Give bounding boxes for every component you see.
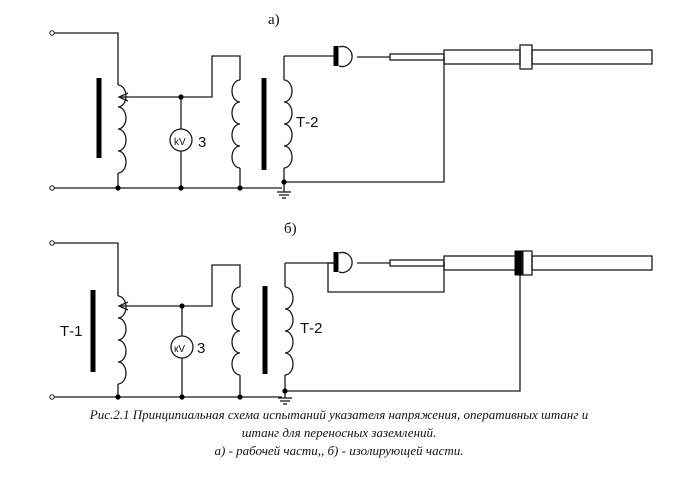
caption-line-3: а) - рабочей части,, б) - изолирующей ча… [214, 443, 464, 458]
junction-dot [237, 394, 243, 400]
rod-insulating-part-a [443, 49, 521, 65]
t2-a-primary-winding [231, 79, 241, 169]
indicator-working-part-b [389, 259, 445, 267]
junction-dot [237, 185, 243, 191]
ground-return-wire-b [285, 262, 521, 392]
t2-b-label: Т-2 [300, 320, 323, 337]
meter-a-index: 3 [198, 134, 206, 151]
rod-handle-b [531, 255, 653, 271]
contact-hook-b [338, 251, 353, 274]
input-terminal-top [49, 240, 55, 246]
rod-handle-a [531, 49, 653, 65]
t1-label: Т-1 [60, 323, 83, 340]
junction-dot [179, 303, 185, 309]
input-wire-top [54, 32, 119, 85]
input-terminal-top [49, 30, 55, 36]
input-terminal-bottom [49, 185, 55, 191]
scheme-b: б) Т-1 кV 3 Т-2 [49, 221, 653, 405]
rod-limit-ring-a [519, 44, 533, 70]
scheme-b-label: б) [284, 221, 297, 237]
slider-wire [120, 264, 241, 307]
voltmeter-a-label: kV [174, 137, 186, 148]
junction-dot [282, 388, 288, 394]
junction-dot [178, 94, 184, 100]
meter-b-index: 3 [197, 340, 205, 357]
t2-a-label: Т-2 [296, 114, 319, 131]
t2-a-secondary-winding [283, 79, 293, 169]
autotransformer-winding [117, 84, 127, 174]
t1-winding [117, 295, 127, 385]
junction-dot [281, 179, 287, 185]
rod-insulating-part-b [443, 255, 519, 271]
junction-dot [178, 185, 184, 191]
ground-b-icon [278, 397, 292, 405]
shorting-jumper [327, 262, 445, 293]
voltmeter-b-label: кV [174, 344, 185, 355]
t2-b-primary-winding [231, 286, 241, 376]
junction-dot [179, 394, 185, 400]
contact-hook-a [338, 45, 353, 68]
scheme-a-label: а) [268, 12, 280, 28]
caption-line-2: штанг для переносных заземлений. [241, 425, 437, 440]
t1-slider-arrow [117, 301, 129, 311]
input-wire-top [54, 242, 119, 296]
slider-wire [120, 55, 241, 98]
rod-electrode-band [514, 250, 524, 276]
input-terminal-bottom [49, 394, 55, 400]
t2-b-secondary-winding [284, 286, 294, 376]
indicator-working-part [389, 53, 445, 61]
ground-return-wire-a [284, 57, 445, 183]
caption-line-1: Рис.2.1 Принципиальная схема испытаний у… [89, 407, 589, 422]
junction-dot [115, 185, 121, 191]
scheme-a: а) kV 3 Т-2 [49, 12, 653, 199]
junction-dot [115, 394, 121, 400]
ground-a-icon [277, 191, 291, 199]
autotransformer-slider-arrow [117, 92, 129, 102]
